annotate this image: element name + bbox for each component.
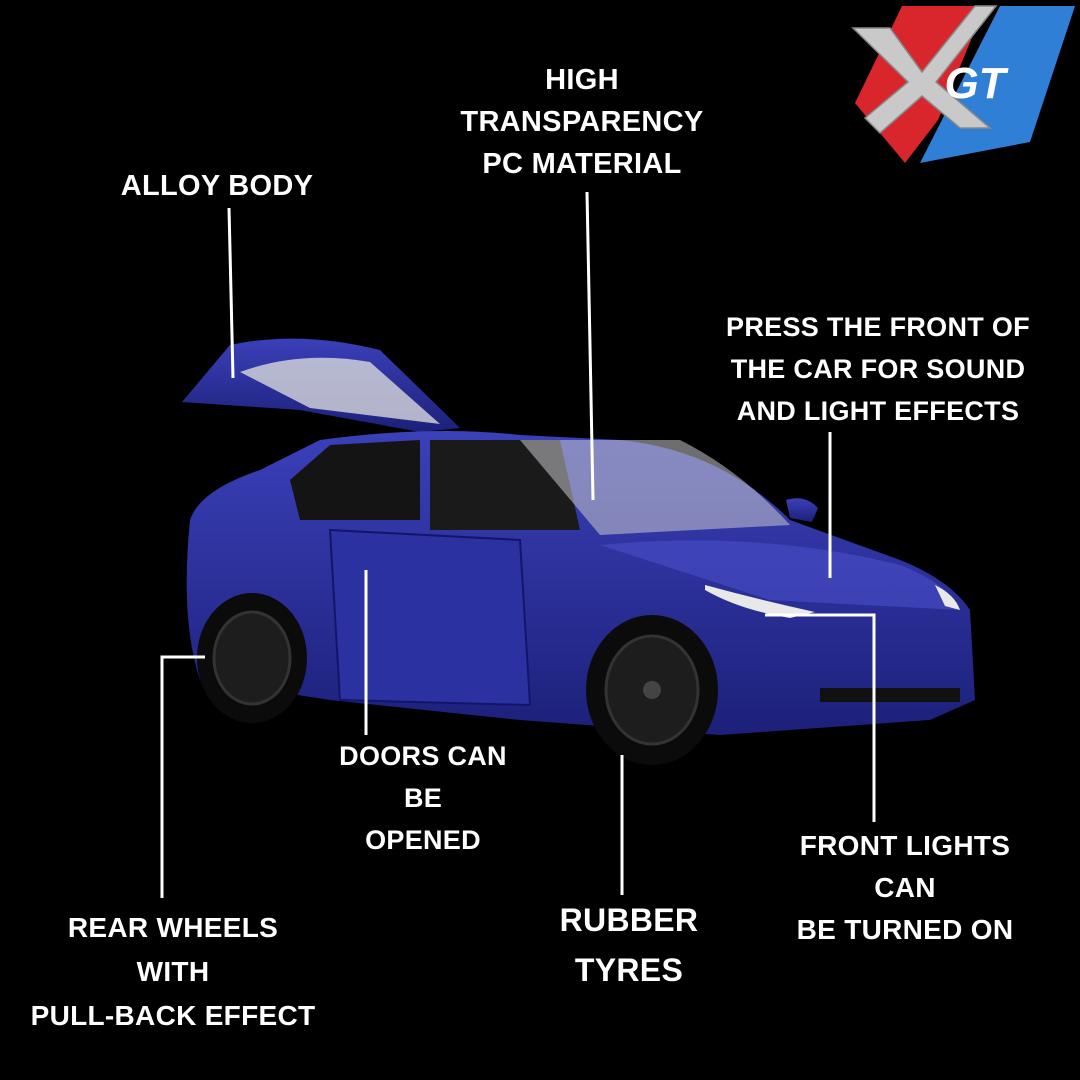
label-line: THE CAR FOR SOUND [730, 354, 1026, 384]
label-front-lights: FRONT LIGHTS CAN BE TURNED ON [797, 825, 1014, 951]
hatch-glass [240, 357, 440, 424]
label-line: AND LIGHT EFFECTS [736, 396, 1020, 426]
side-mirror [786, 498, 818, 522]
label-sound-light: PRESS THE FRONT OF THE CAR FOR SOUND AND… [726, 306, 1030, 432]
label-tyres: RUBBER TYRES [560, 895, 699, 995]
label-line: REAR WHEELS [67, 912, 279, 943]
label-line: TRANSPARENCY [460, 106, 704, 138]
label-line: RUBBER [559, 902, 699, 938]
label-line: WITH [136, 956, 210, 987]
windshield [520, 440, 790, 535]
alloy-body-line [227, 207, 235, 379]
rear-wheels-line [160, 655, 205, 898]
svg-text:GT: GT [944, 59, 1008, 108]
rear-wheel [197, 593, 307, 723]
label-alloy-body: ALLOY BODY [121, 165, 314, 207]
label-line: HIGH [545, 64, 619, 96]
label-line: PC MATERIAL [482, 148, 682, 180]
label-doors: DOORS CAN BE OPENED [339, 735, 507, 861]
label-line: BE TURNED ON [796, 914, 1014, 945]
label-line: FRONT LIGHTS [799, 830, 1011, 861]
label-line: ALLOY BODY [120, 170, 314, 202]
label-line: CAN [874, 872, 936, 903]
label-line: OPENED [365, 825, 481, 855]
label-line: TYRES [574, 952, 684, 988]
front-wheel [586, 615, 718, 765]
pc-material-line [585, 191, 595, 501]
label-line: PULL-BACK EFFECT [30, 1000, 316, 1031]
rear-window [290, 440, 420, 520]
grille [820, 688, 960, 702]
label-line: DOORS CAN [339, 741, 507, 771]
headlight [705, 585, 815, 618]
open-door [328, 528, 532, 707]
label-rear-wheels: REAR WHEELS WITH PULL-BACK EFFECT [31, 906, 316, 1038]
front-lights-line [765, 613, 876, 822]
label-pc-material: HIGH TRANSPARENCY PC MATERIAL [460, 59, 703, 185]
label-line: PRESS THE FRONT OF [726, 312, 1030, 342]
label-line: BE [403, 783, 443, 813]
